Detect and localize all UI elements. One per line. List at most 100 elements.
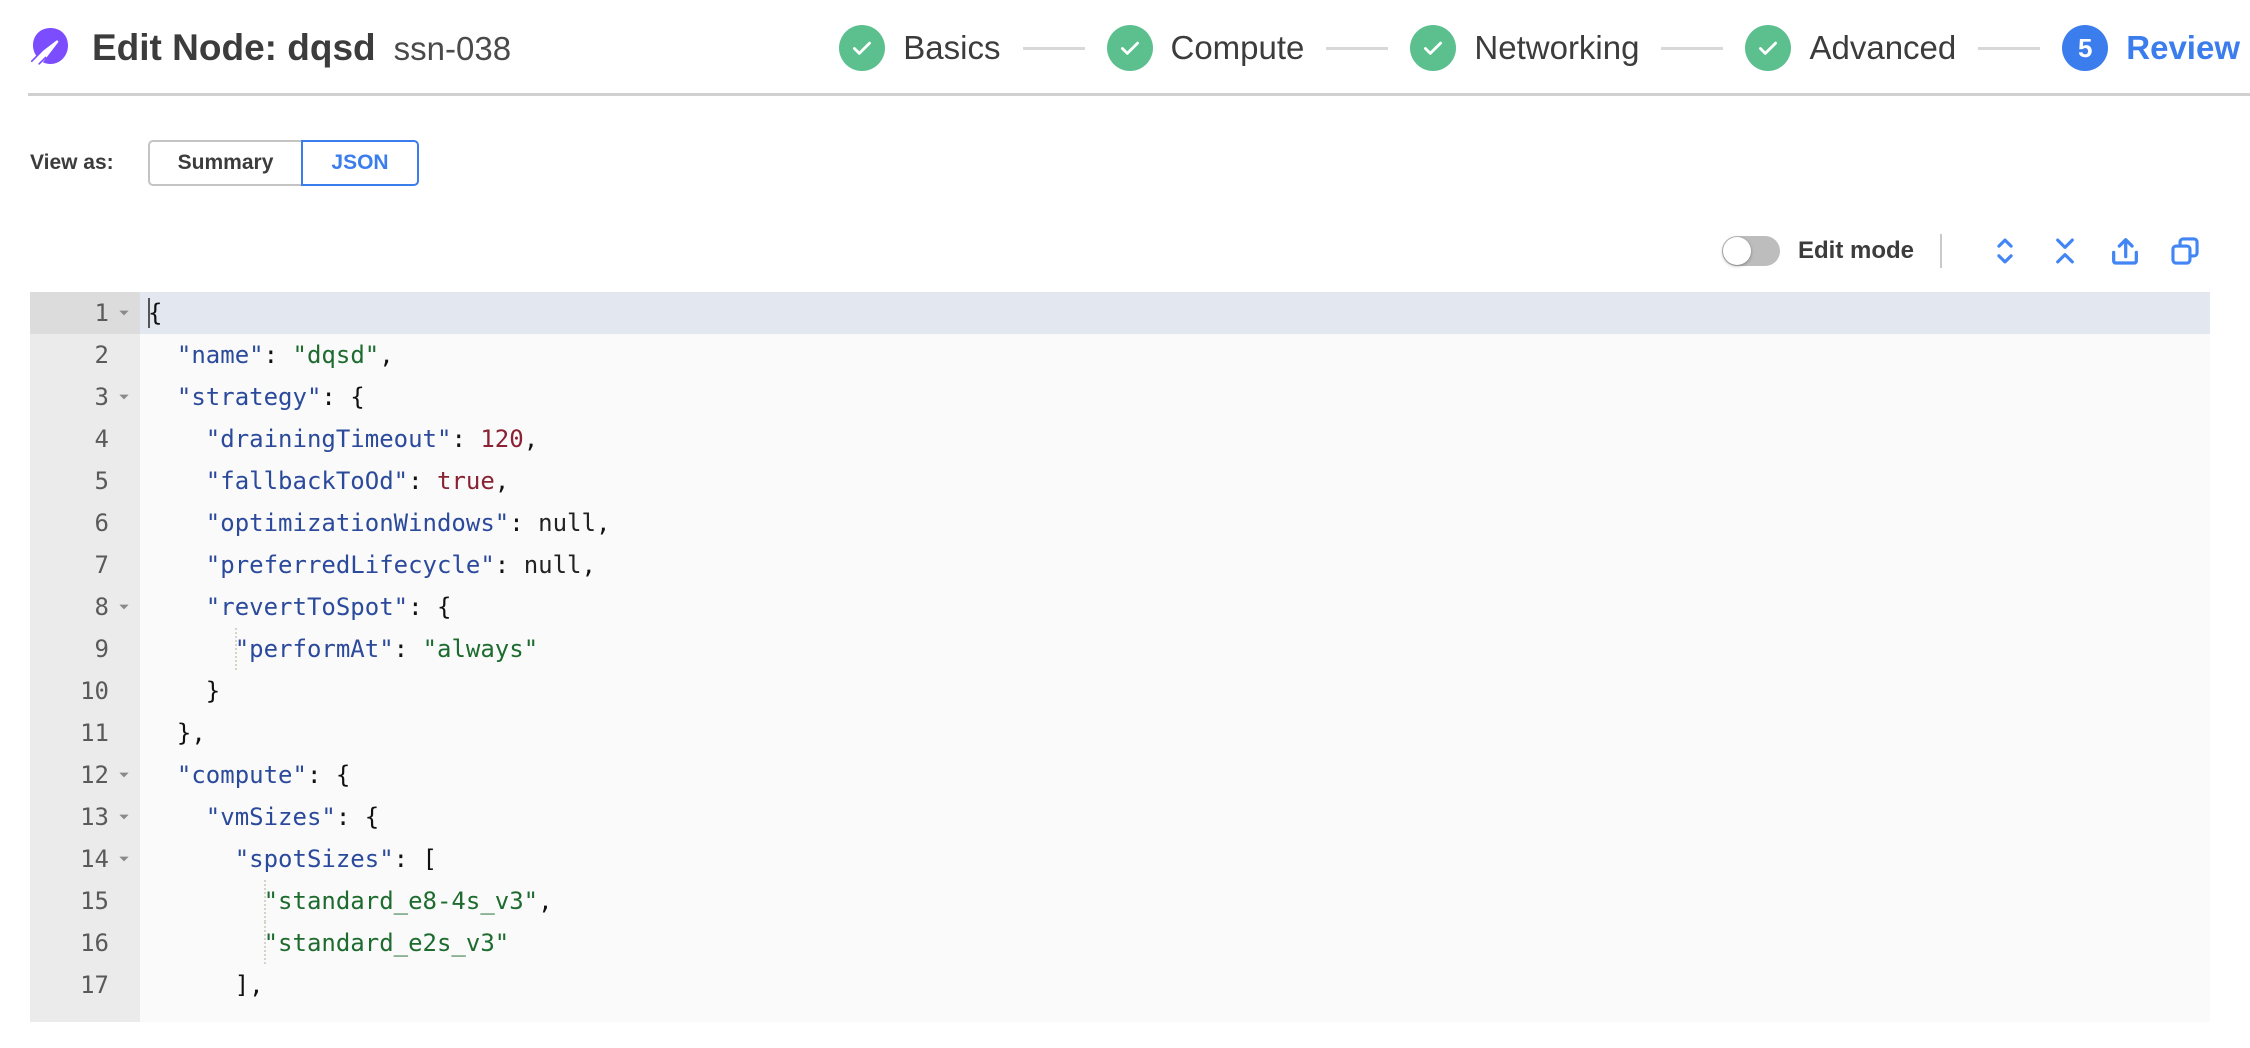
step-basics[interactable]: Basics: [839, 25, 1001, 71]
indent-guide: [235, 628, 237, 670]
expand-all-icon[interactable]: [1982, 228, 2028, 274]
token-key: "optimizationWindows": [205, 509, 510, 537]
indent-guide: [264, 880, 266, 922]
token-str: "standard_e2s_v3": [263, 929, 510, 957]
token-key: "preferredLifecycle": [205, 551, 495, 579]
token-punct: : {: [321, 383, 365, 411]
token-punct: :: [509, 509, 539, 537]
token-key: "fallbackToOd": [205, 467, 409, 495]
edit-mode-toggle-knob: [1722, 237, 1751, 265]
step-compute-check-icon: [1106, 25, 1153, 71]
token-punct: : {: [306, 761, 351, 789]
step-review-label: Review: [2126, 29, 2240, 66]
step-networking[interactable]: Networking: [1410, 25, 1639, 71]
token-punct: }: [205, 677, 221, 705]
token-punct: : {: [408, 593, 452, 621]
step-connector-2: [1326, 46, 1389, 50]
code-line[interactable]: "name": "dqsd",: [140, 334, 2210, 376]
code-line[interactable]: "revertToSpot": {: [140, 586, 2210, 628]
gutter-line: 1: [30, 292, 140, 334]
line-number: 12: [80, 761, 109, 789]
edit-mode-label: Edit mode: [1797, 237, 1914, 264]
token-key: "drainingTimeout": [205, 425, 452, 453]
code-line[interactable]: "spotSizes": [: [140, 838, 2210, 880]
line-number: 16: [80, 929, 109, 957]
token-key: "compute": [176, 761, 307, 789]
token-key: "vmSizes": [205, 803, 336, 831]
step-compute[interactable]: Compute: [1106, 25, 1304, 71]
step-advanced-check-icon: [1745, 25, 1792, 71]
token-str: "always": [422, 635, 539, 663]
brand-group: Edit Node: dqsd ssn-038: [28, 26, 511, 70]
indent: [148, 670, 206, 712]
chevron-down-icon[interactable]: [116, 390, 132, 404]
indent: [148, 796, 206, 838]
indent: [148, 544, 206, 586]
line-number: 11: [80, 719, 109, 747]
token-punct: ],: [234, 971, 264, 999]
edit-mode-toggle[interactable]: Edit mode: [1721, 236, 1914, 266]
token-str: "standard_e8-4s_v3": [263, 887, 539, 915]
code-line[interactable]: "optimizationWindows": null,: [140, 502, 2210, 544]
title-group: Edit Node: dqsd ssn-038: [92, 27, 511, 69]
indent-guide: [264, 922, 266, 964]
chevron-down-icon[interactable]: [116, 768, 132, 782]
chevron-down-icon[interactable]: [116, 306, 132, 320]
token-punct: ,: [379, 341, 394, 369]
code-line[interactable]: "compute": {: [140, 754, 2210, 796]
code-line[interactable]: "drainingTimeout": 120,: [140, 418, 2210, 460]
edit-mode-toggle-track[interactable]: [1721, 236, 1780, 266]
chevron-down-icon[interactable]: [116, 600, 132, 614]
view-as-summary-button[interactable]: Summary: [147, 140, 302, 186]
gutter-line: 9: [30, 628, 140, 670]
code-line[interactable]: "performAt": "always": [140, 628, 2210, 670]
step-advanced[interactable]: Advanced: [1745, 25, 1956, 71]
token-key: "name": [176, 341, 264, 369]
gutter-line: 12: [30, 754, 140, 796]
copy-icon[interactable]: [2162, 228, 2208, 274]
view-as-segmented-control: Summary JSON: [147, 140, 419, 186]
line-number: 4: [94, 425, 109, 453]
token-bool: true: [437, 467, 495, 495]
code-line[interactable]: "preferredLifecycle": null,: [140, 544, 2210, 586]
step-advanced-label: Advanced: [1809, 29, 1957, 66]
indent: [148, 838, 235, 880]
share-icon[interactable]: [2102, 228, 2148, 274]
editor-toolbar: Edit mode: [0, 186, 2250, 274]
indent: [148, 460, 206, 502]
gutter-line: 15: [30, 880, 140, 922]
indent: [148, 754, 177, 796]
code-line[interactable]: {: [140, 292, 2210, 334]
code-line[interactable]: ],: [140, 964, 2210, 1006]
code-line[interactable]: "standard_e8-4s_v3",: [140, 880, 2210, 922]
indent: [148, 964, 235, 1006]
gutter-line: 13: [30, 796, 140, 838]
chevron-down-icon[interactable]: [116, 810, 132, 824]
indent: [148, 922, 264, 964]
code-line[interactable]: "strategy": {: [140, 376, 2210, 418]
code-line[interactable]: "standard_e2s_v3": [140, 922, 2210, 964]
text-cursor: [148, 298, 150, 328]
token-punct: ,: [494, 467, 510, 495]
code-line[interactable]: }: [140, 670, 2210, 712]
step-review[interactable]: 5 Review: [2062, 25, 2240, 71]
step-networking-check-icon: [1410, 25, 1457, 71]
line-number: 7: [94, 551, 109, 579]
view-as-json-button[interactable]: JSON: [301, 140, 419, 186]
code-line[interactable]: },: [140, 712, 2210, 754]
chevron-down-icon[interactable]: [116, 852, 132, 866]
app-header: Edit Node: dqsd ssn-038 Basics Compute N…: [0, 0, 2250, 96]
editor-code-area[interactable]: { "name": "dqsd", "strategy": { "drainin…: [140, 292, 2210, 1022]
token-punct: :: [408, 467, 437, 495]
token-key: "spotSizes": [234, 845, 394, 873]
code-line[interactable]: "vmSizes": {: [140, 796, 2210, 838]
line-number: 17: [80, 971, 109, 999]
token-punct: :: [393, 635, 423, 663]
step-connector-4: [1978, 46, 2041, 50]
token-punct: {: [148, 299, 163, 327]
gutter-line: 7: [30, 544, 140, 586]
code-line[interactable]: "fallbackToOd": true,: [140, 460, 2210, 502]
collapse-all-icon[interactable]: [2042, 228, 2088, 274]
